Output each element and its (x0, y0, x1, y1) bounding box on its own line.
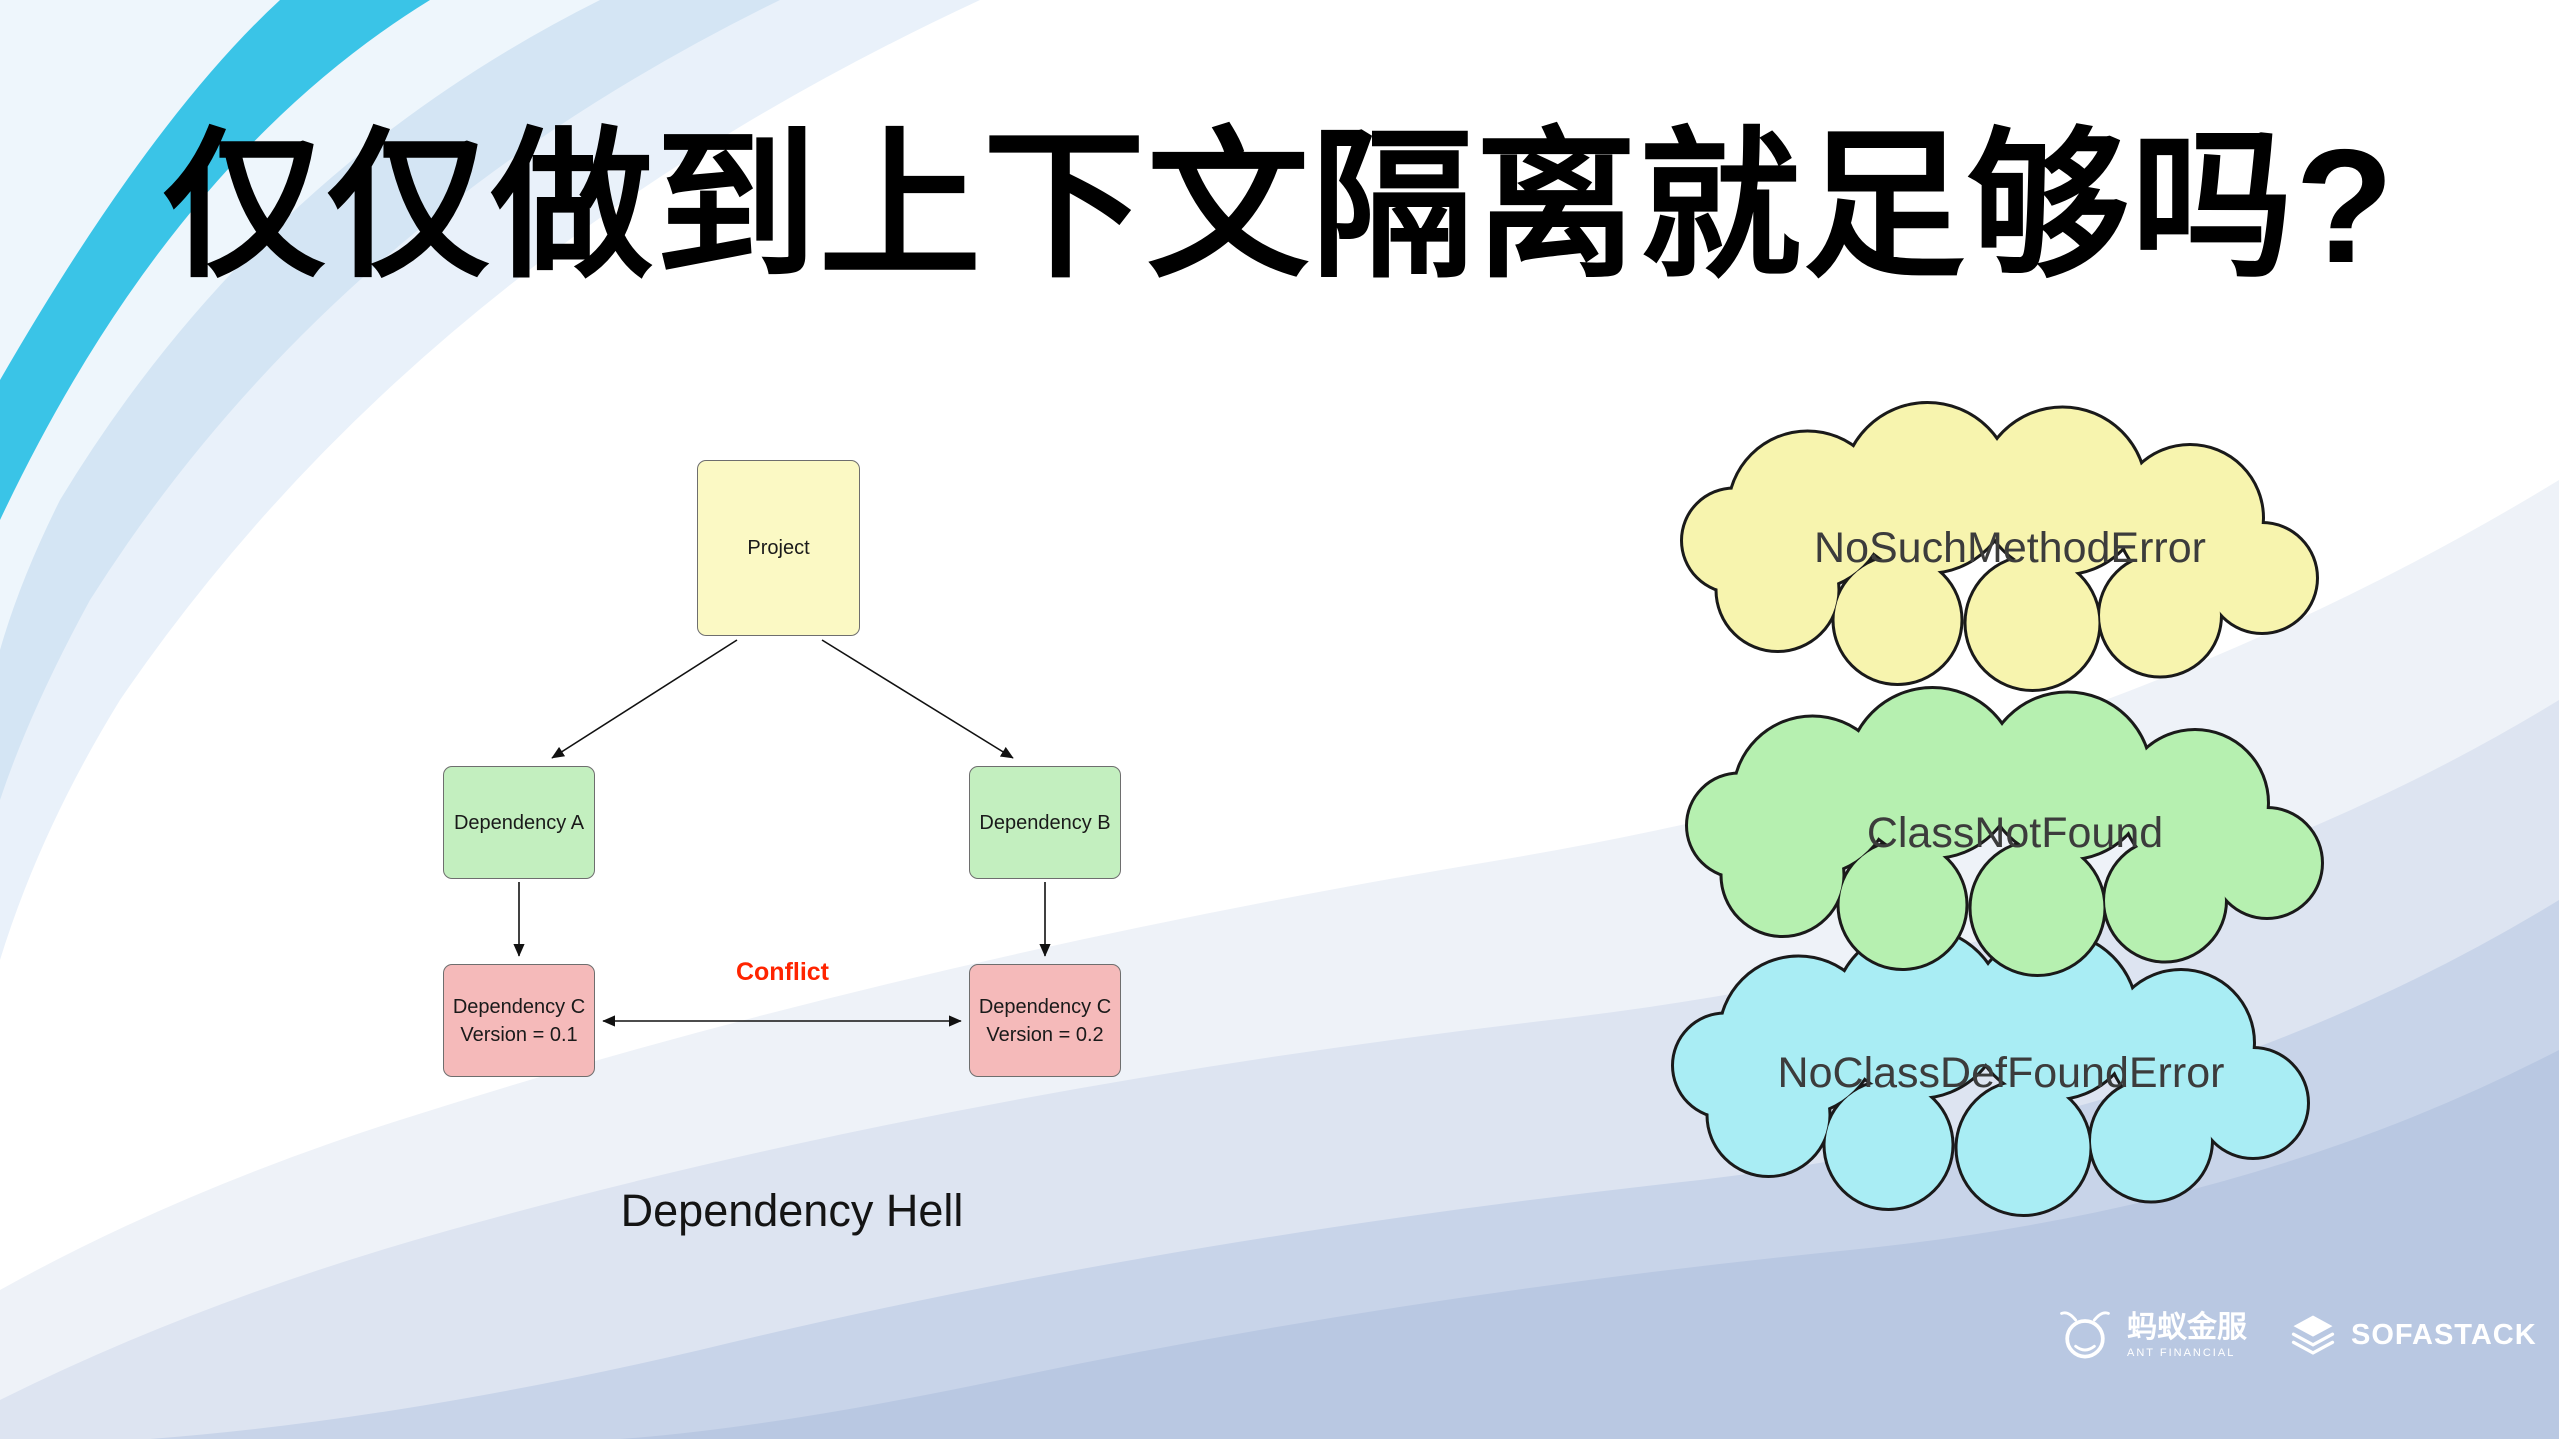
cloud-shape (1680, 401, 2319, 692)
cloud-nosuchmethoderror: NoSuchMethodError (1665, 398, 2355, 698)
node-dependency-a: Dependency A (443, 766, 595, 879)
ant-logo-text: 蚂蚁金服 (2127, 1310, 2247, 1344)
diagram-caption: Dependency Hell (620, 1185, 964, 1236)
ant-icon (2060, 1311, 2110, 1359)
cloud-noclassdeffounderror: NoClassDefFoundError (1656, 923, 2346, 1223)
node-dependency-c-v02: Dependency C Version = 0.2 (969, 964, 1121, 1077)
node-dependency-c-v01: Dependency C Version = 0.1 (443, 964, 595, 1077)
cloud-shape (1685, 686, 2324, 977)
footer-logos: 蚂蚁金服 ANT FINANCIAL SOFASTACK (2055, 1305, 2537, 1365)
sofastack-logo: SOFASTACK (2287, 1309, 2537, 1361)
node-dependency-b: Dependency B (969, 766, 1121, 879)
node-dependency-c-v02-version: Version = 0.2 (986, 1023, 1104, 1046)
cloud-label-nosuchmethoderror: NoSuchMethodError (1814, 523, 2206, 572)
slide-title: 仅仅做到上下文隔离就足够吗? (163, 116, 2396, 297)
cloud-classnotfound: ClassNotFound (1670, 683, 2360, 983)
ant-financial-logo: 蚂蚁金服 ANT FINANCIAL (2055, 1305, 2247, 1365)
ant-logo-subtext: ANT FINANCIAL (2127, 1346, 2236, 1359)
node-dependency-c-v01-label: Dependency C (452, 995, 586, 1018)
cloud-label-noclassdeffounderror: NoClassDefFoundError (1777, 1048, 2225, 1097)
cloud-label-classnotfound: ClassNotFound (1866, 808, 2164, 857)
node-project-label: Project (747, 537, 810, 559)
cloud-shape (1671, 926, 2310, 1217)
node-dependency-c-v01-version: Version = 0.1 (460, 1023, 578, 1046)
sofastack-text: SOFASTACK (2351, 1318, 2537, 1351)
node-dependency-b-label: Dependency B (979, 811, 1111, 834)
node-project: Project (697, 460, 860, 636)
node-dependency-a-label: Dependency A (453, 811, 585, 834)
conflict-label: Conflict (735, 958, 830, 986)
node-dependency-c-v02-label: Dependency C (978, 995, 1112, 1018)
sofastack-icon (2291, 1315, 2335, 1355)
